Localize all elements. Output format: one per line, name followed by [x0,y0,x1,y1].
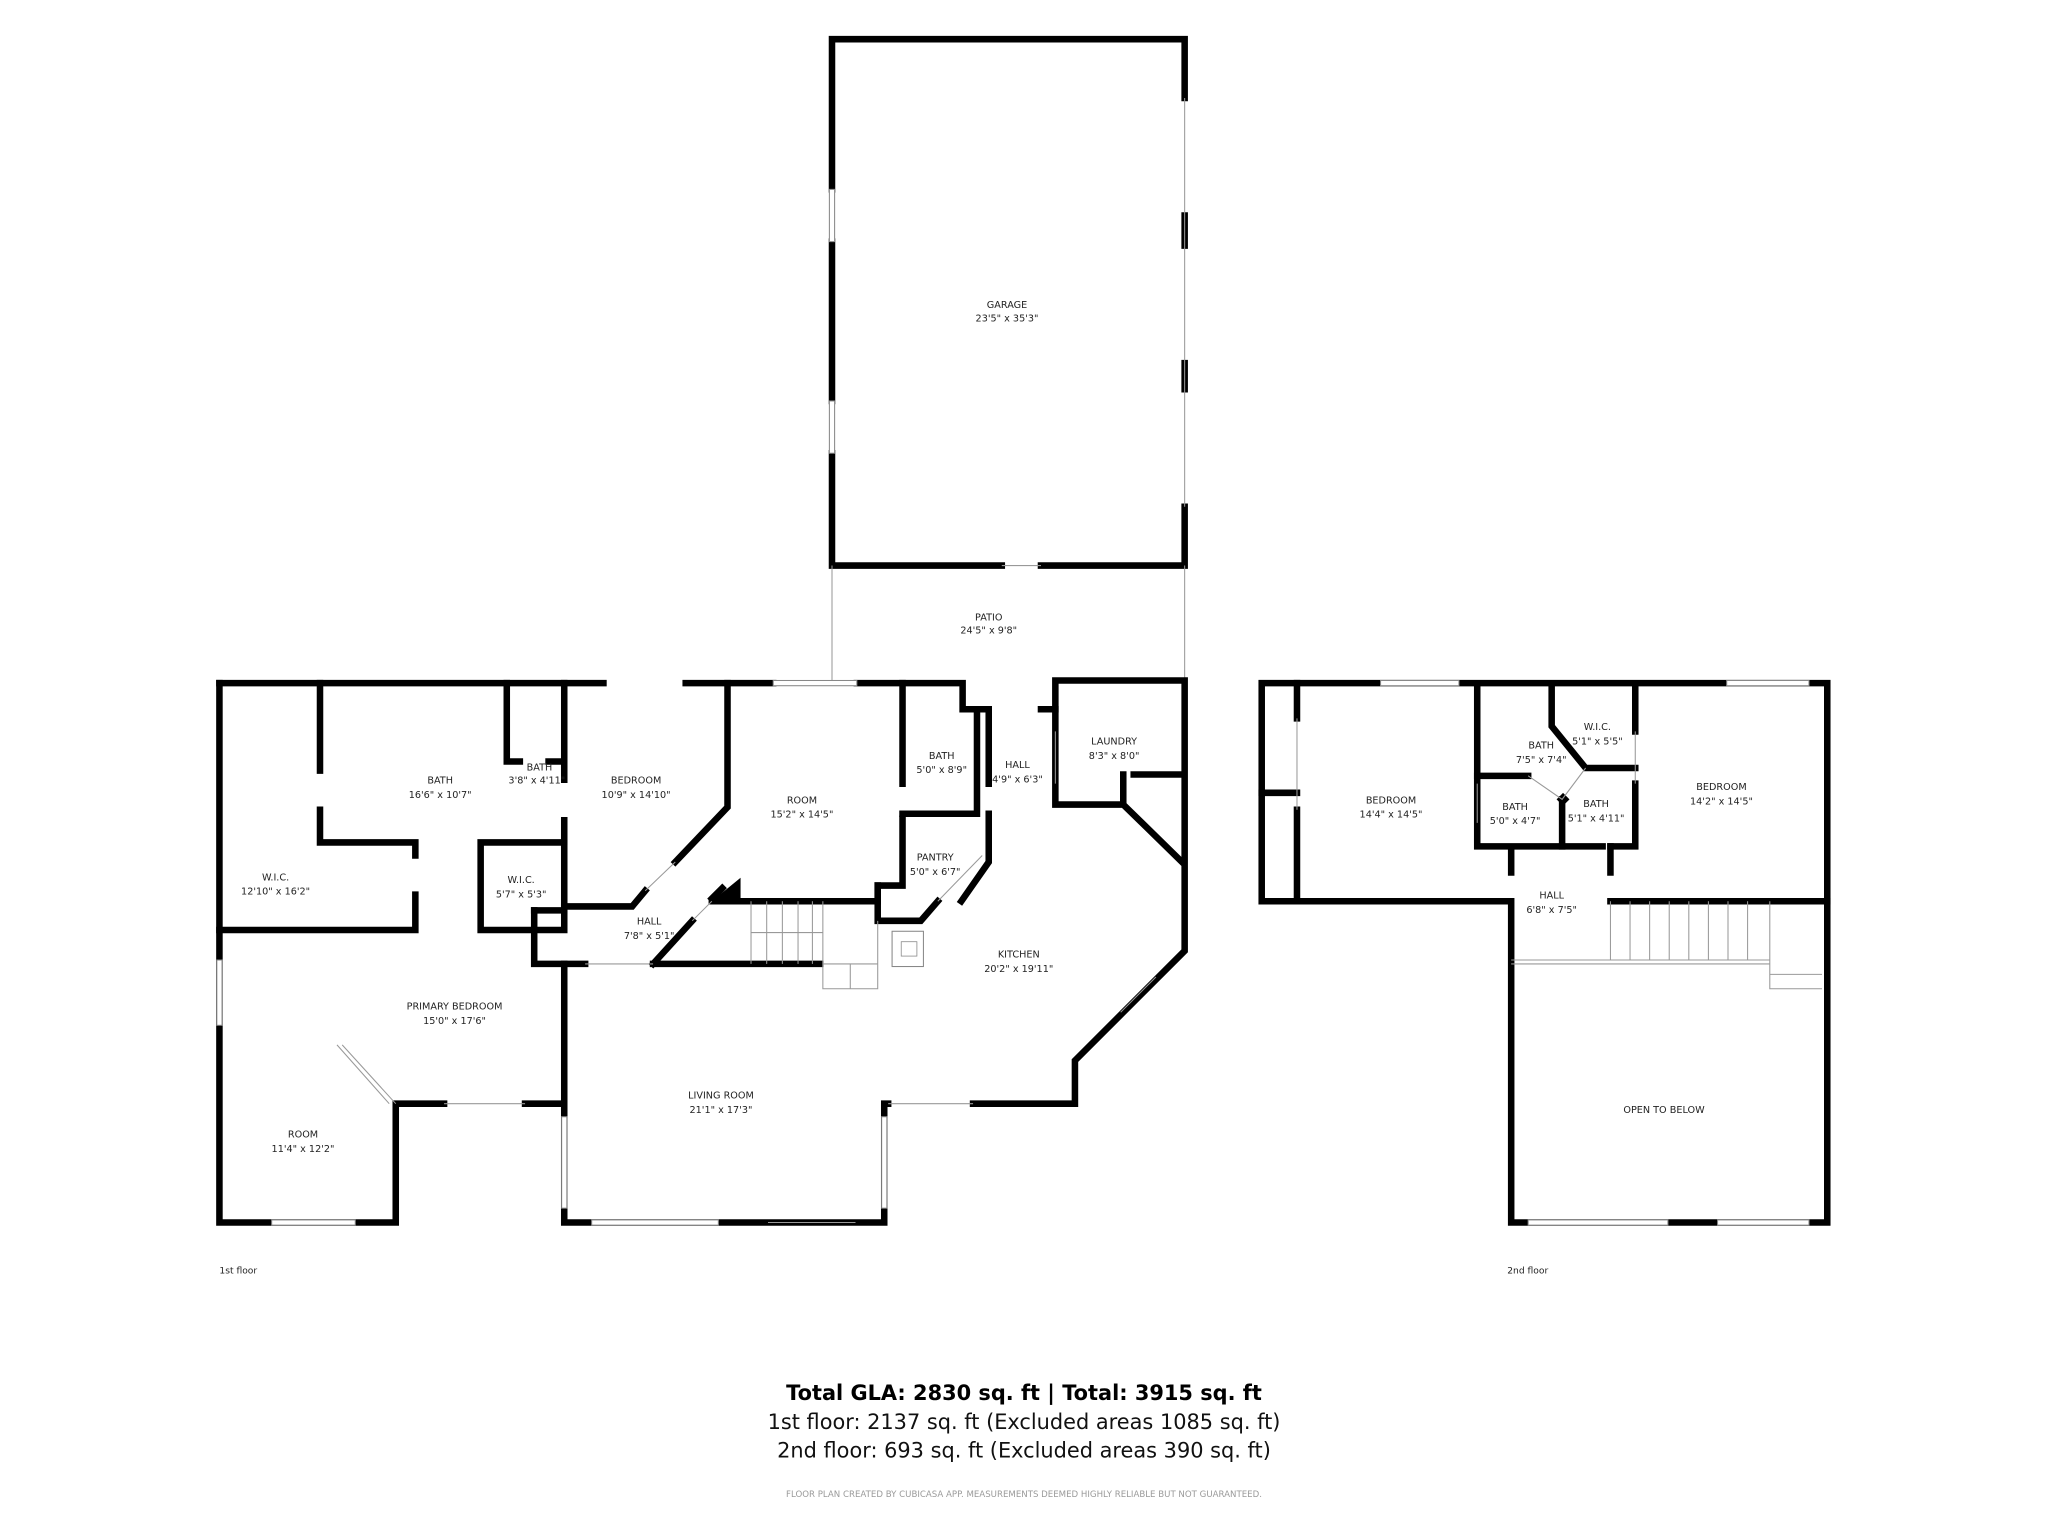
room-name: BATH [1502,802,1528,813]
room-dims: 4'9" x 6'3" [992,774,1043,785]
room-dims: 7'8" x 5'1" [624,931,675,942]
room-dims: 11'4" x 12'2" [272,1144,335,1155]
floor-label: 1st floor [219,1266,257,1276]
first-floor-walls [216,677,1188,1226]
room-dims: 23'5" x 35'3" [976,313,1039,324]
room-name: BATH [1528,740,1554,751]
room-name: BATH [427,776,453,787]
room-name: PRIMARY BEDROOM [407,1002,503,1013]
room-dims: 14'4" x 14'5" [1360,810,1423,821]
first-floor-room-labels: GARAGE 23'5" x 35'3" PATIO 24'5" x 9'8" … [241,300,1139,1155]
room-dims: 5'0" x 4'7" [1490,816,1541,827]
second-floor-area: 2nd floor: 693 sq. ft (Excluded areas 39… [777,1439,1271,1463]
room-name: PANTRY [917,853,954,864]
room-dims: 15'2" x 14'5" [770,810,833,821]
room-name: ROOM [288,1130,318,1141]
garage-walls [828,35,1188,569]
room-name: W.I.C. [508,875,535,886]
room-name: LAUNDRY [1091,736,1137,747]
room-name: HALL [637,917,662,928]
room-dims: 5'7" x 5'3" [496,889,547,900]
room-dims: 24'5" x 9'8" [960,625,1017,636]
room-name: LIVING ROOM [688,1090,754,1101]
area-summary: Total GLA: 2830 sq. ft | Total: 3915 sq.… [768,1381,1281,1500]
room-name: BEDROOM [1366,795,1416,806]
room-dims: 5'1" x 4'11" [1568,814,1625,825]
room-name: PATIO [975,612,1003,623]
total-area: Total GLA: 2830 sq. ft | Total: 3915 sq.… [786,1381,1262,1406]
room-name: BATH [1583,799,1609,810]
room-name: HALL [1539,891,1564,902]
second-floor-walls [1258,679,1831,1226]
room-name: BATH [929,751,955,762]
room-name: HALL [1005,760,1030,771]
room-dims: 21'1" x 17'3" [690,1105,753,1116]
disclaimer: FLOOR PLAN CREATED BY CUBICASA APP. MEAS… [786,1490,1262,1500]
stairs [750,901,879,990]
room-name: W.I.C. [1584,722,1611,733]
room-dims: 16'6" x 10'7" [409,790,472,801]
room-dims: 7'5" x 7'4" [1516,755,1567,766]
second-floor-room-labels: BEDROOM 14'4" x 14'5" BATH 7'5" x 7'4" W… [1360,722,1753,1116]
room-name: BATH [527,763,553,774]
room-dims: 15'0" x 17'6" [423,1016,486,1027]
room-dims: 5'1" x 5'5" [1572,736,1623,747]
second-floor-stairs [1511,901,1823,990]
room-name: OPEN TO BELOW [1623,1105,1705,1116]
patio-outline [831,565,1186,681]
room-dims: 6'8" x 7'5" [1526,905,1577,916]
first-floor-plan: GARAGE 23'5" x 35'3" PATIO 24'5" x 9'8" … [216,35,1188,1276]
second-floor-plan: BEDROOM 14'4" x 14'5" BATH 7'5" x 7'4" W… [1258,679,1831,1276]
room-dims: 10'9" x 14'10" [602,790,671,801]
room-dims: 5'0" x 8'9" [916,765,967,776]
room-dims: 5'0" x 6'7" [910,867,961,878]
room-name: ROOM [787,795,817,806]
room-dims: 3'8" x 4'11" [508,776,565,787]
room-dims: 8'3" x 8'0" [1089,751,1140,762]
room-dims: 12'10" x 16'2" [241,887,310,898]
room-name: BEDROOM [611,776,661,787]
first-floor-area: 1st floor: 2137 sq. ft (Excluded areas 1… [768,1410,1281,1434]
floor-label: 2nd floor [1507,1266,1548,1276]
wall-corner-block [711,877,741,902]
room-dims: 14'2" x 14'5" [1690,797,1753,808]
room-name: W.I.C. [262,872,289,883]
room-name: BEDROOM [1696,782,1746,793]
room-dims: 20'2" x 19'11" [984,964,1053,975]
room-name: GARAGE [987,300,1027,311]
room-name: KITCHEN [998,949,1040,960]
